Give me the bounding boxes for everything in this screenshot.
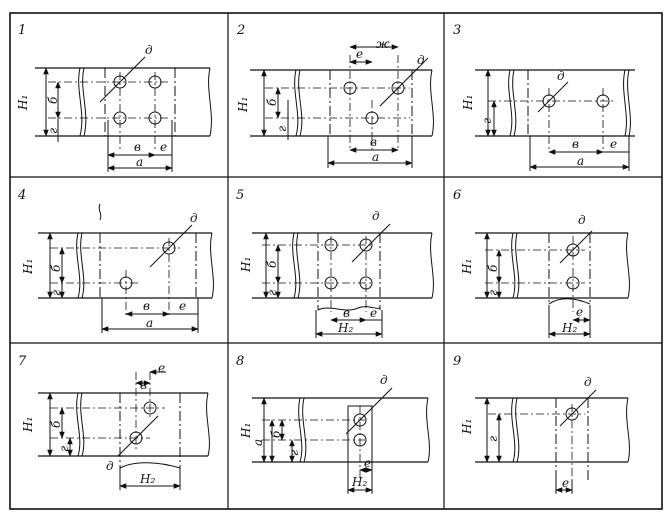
- label-g: г: [480, 118, 494, 124]
- label-b: б: [49, 264, 63, 272]
- label-a: а: [372, 150, 379, 164]
- label-h2: H₂: [337, 321, 353, 335]
- diagram-number: 7: [18, 354, 27, 369]
- label-b: б: [46, 96, 60, 104]
- label-b: б: [49, 420, 63, 428]
- diagram-6: 6 д H₁ б г е H₂: [453, 188, 630, 338]
- label-d: д: [106, 459, 114, 473]
- label-e: е: [370, 306, 377, 320]
- label-e: е: [158, 361, 165, 375]
- label-v: в: [370, 135, 377, 149]
- label-b: б: [486, 264, 500, 272]
- label-g: г: [287, 450, 301, 456]
- label-e: е: [179, 299, 186, 313]
- label-e: е: [576, 305, 583, 319]
- diagram-number: 6: [453, 188, 461, 203]
- label-b: б: [265, 98, 279, 106]
- label-g: г: [275, 126, 289, 132]
- diagram-4: 4 д H₁ б г в е а: [17, 188, 214, 333]
- label-b: б: [269, 430, 283, 438]
- label-e: е: [160, 140, 167, 154]
- label-v: в: [572, 137, 579, 151]
- diagram-number: 9: [453, 354, 461, 369]
- label-d: д: [372, 209, 380, 223]
- label-d: д: [145, 43, 153, 57]
- diagram-number: 5: [236, 188, 244, 203]
- label-v: в: [140, 378, 147, 392]
- label-zh: ж: [376, 37, 390, 51]
- label-v: в: [134, 140, 141, 154]
- label-h1: H₁: [21, 417, 35, 433]
- label-g: г: [265, 290, 279, 296]
- label-h2: H₂: [139, 472, 155, 486]
- diagram-8: 8 д H₁ а б г е H₂: [236, 354, 430, 494]
- label-e: е: [610, 137, 617, 151]
- label-e: е: [364, 456, 371, 470]
- label-h1: H₁: [460, 259, 474, 275]
- label-h2: H₂: [561, 321, 577, 335]
- label-d: д: [190, 211, 198, 225]
- label-g: г: [486, 436, 500, 442]
- label-a: а: [146, 316, 153, 330]
- label-h1: H₁: [16, 95, 30, 111]
- label-h2: H₂: [351, 475, 367, 489]
- label-d: д: [557, 69, 565, 83]
- label-g: г: [49, 290, 63, 296]
- table-grid: [9, 12, 663, 510]
- diagram-number: 3: [453, 23, 461, 38]
- diagram-number: 2: [236, 23, 245, 38]
- label-e: е: [356, 47, 363, 61]
- label-b: б: [265, 260, 279, 268]
- label-d: д: [578, 213, 586, 227]
- label-g: г: [46, 128, 60, 134]
- label-d: д: [417, 53, 425, 67]
- label-a: а: [136, 155, 143, 169]
- diagram-number: 1: [18, 23, 26, 38]
- label-e: е: [562, 476, 569, 490]
- label-v: в: [343, 306, 350, 320]
- label-h1: H₁: [239, 257, 253, 273]
- label-d: д: [584, 375, 592, 389]
- diagram-number: 4: [17, 188, 26, 203]
- diagram-5: 5 д H₁ б г в е H₂: [236, 188, 434, 338]
- label-g: г: [486, 290, 500, 296]
- label-h1: H₁: [461, 95, 475, 111]
- diagram-2: 2 ж е д H₁ б г в а: [236, 23, 434, 168]
- diagram-9: 9 д H₁ г е: [453, 354, 630, 494]
- label-h1: H₁: [460, 419, 474, 435]
- diagram-3: 3 д H₁ г в е а: [453, 23, 635, 171]
- label-h1: H₁: [239, 423, 253, 439]
- label-v: в: [143, 299, 150, 313]
- label-a: а: [251, 439, 265, 446]
- diagram-number: 8: [236, 354, 244, 369]
- label-h1: H₁: [21, 259, 35, 275]
- label-g: г: [57, 446, 71, 452]
- label-a: а: [577, 154, 584, 168]
- label-d: д: [380, 373, 388, 387]
- diagram-1: 1 д H₁ б г в е а: [16, 23, 212, 172]
- diagram-7: 7 е в H₁ б г д H₂: [18, 354, 210, 490]
- label-h1: H₁: [236, 97, 250, 113]
